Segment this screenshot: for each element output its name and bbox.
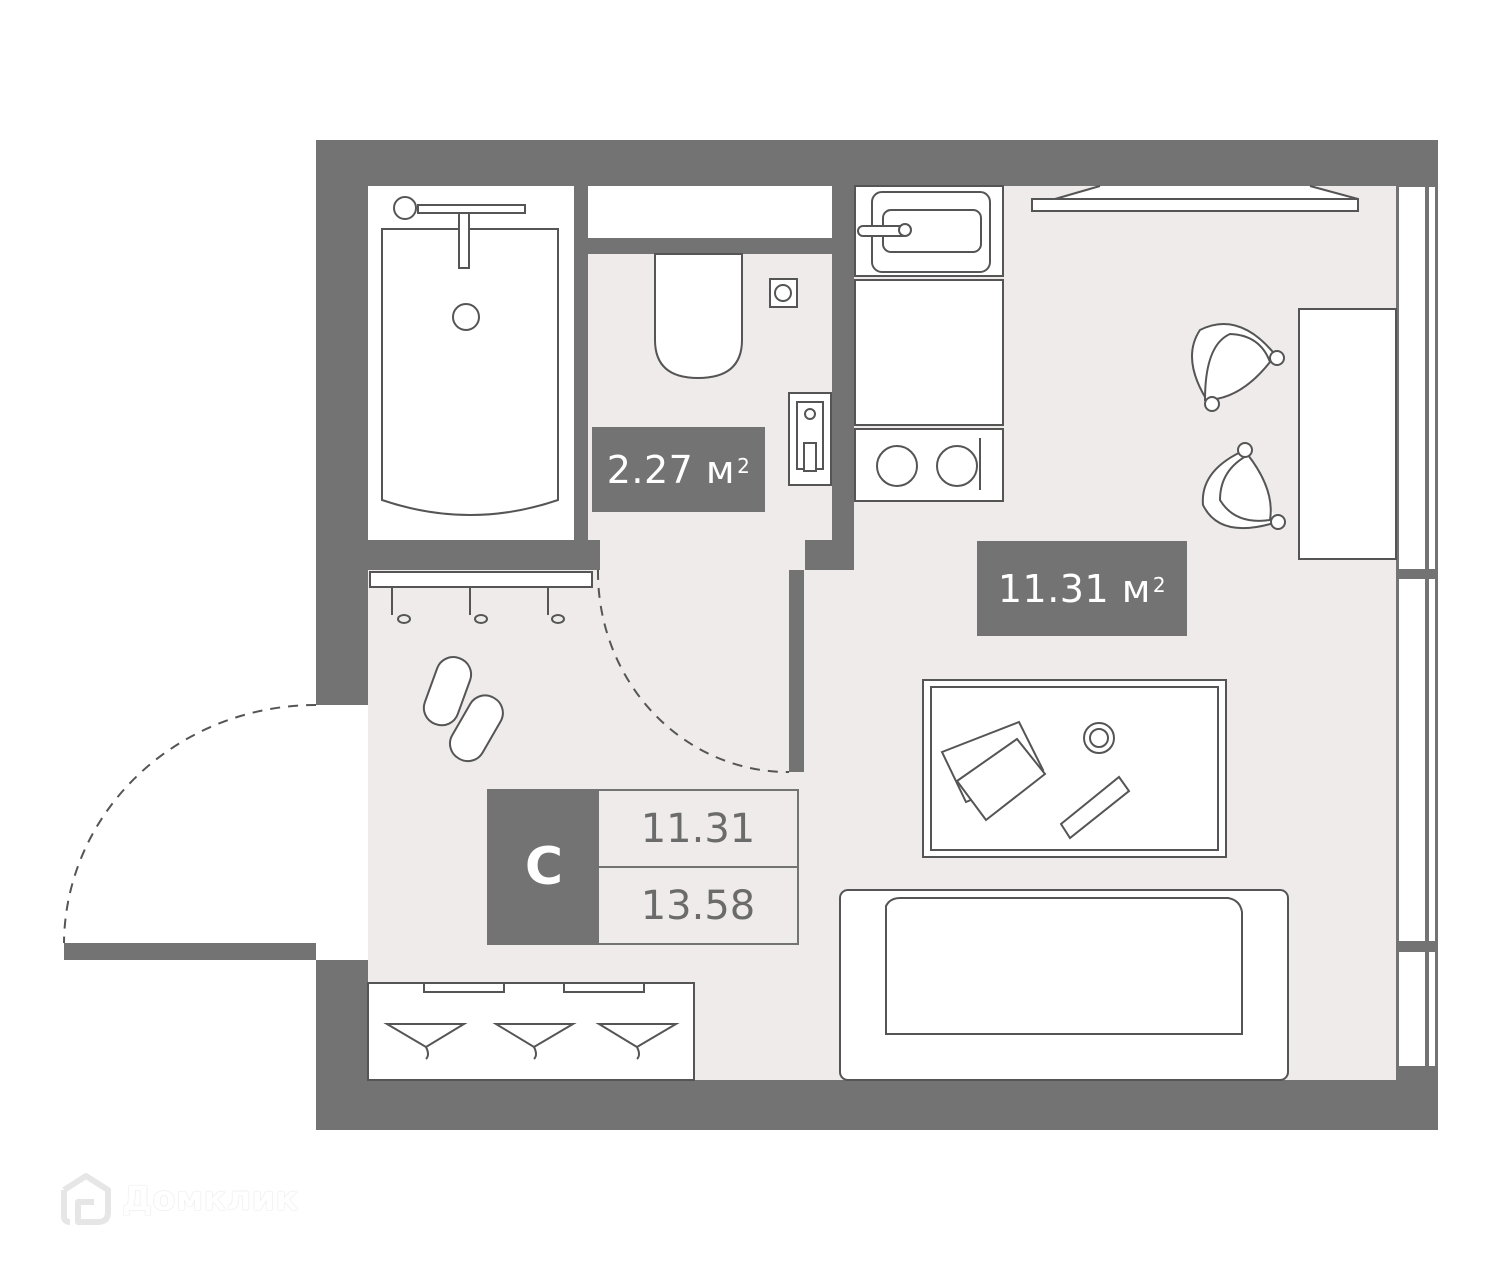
room-area-value: 11.31: [997, 566, 1110, 611]
living-area-value: 11.31: [640, 805, 756, 852]
kitchen-unit: [854, 185, 1004, 502]
room-area-value: 2.27: [606, 447, 694, 492]
shelf: [590, 186, 830, 238]
apartment-type: С: [489, 791, 599, 943]
water-heater: [788, 392, 832, 486]
wardrobe: [367, 982, 695, 1081]
slippers: [422, 656, 504, 763]
watermark-text: Домклик: [122, 1179, 299, 1219]
shoe-rack: [369, 571, 593, 624]
coffee-table: [922, 679, 1227, 858]
bathtub: [368, 186, 574, 540]
chair: [1191, 323, 1285, 412]
apartment-summary: С 11.31 13.58: [487, 789, 799, 945]
dining-table: [1298, 308, 1397, 560]
window: [1397, 185, 1437, 1068]
watermark: Домклик: [60, 1172, 298, 1226]
sofa: [839, 889, 1289, 1081]
wall-shelf: [1031, 185, 1359, 212]
total-area-value: 13.58: [599, 866, 797, 943]
door-swing: [63, 569, 790, 944]
house-logo-icon: [61, 1173, 111, 1225]
toilet: [654, 253, 798, 380]
chair: [1201, 442, 1286, 530]
